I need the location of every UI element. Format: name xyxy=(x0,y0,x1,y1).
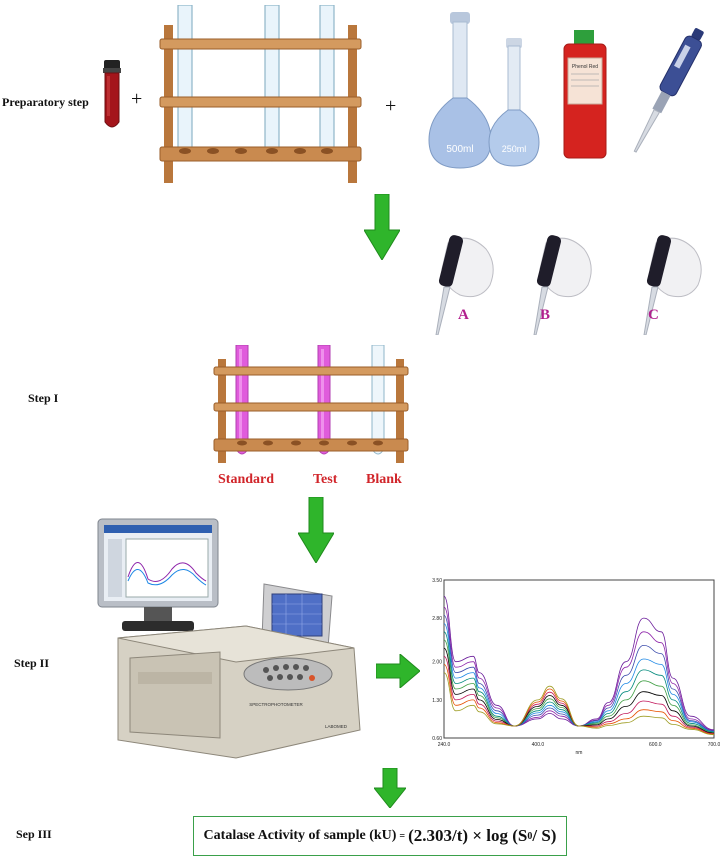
svg-text:250ml: 250ml xyxy=(502,144,527,154)
preparatory-step-label: Preparatory step xyxy=(2,95,89,109)
y-tick-label: 2.80 xyxy=(432,616,442,622)
test-tube-rack-empty xyxy=(159,5,362,183)
right-arrow-icon xyxy=(376,654,420,688)
svg-text:500ml: 500ml xyxy=(446,144,473,155)
absorbance-spectrum-chart: 3.50 2.80 2.00 1.30 0.60 240.0 400.0 600.0 700.… xyxy=(432,578,720,756)
x-tick-label: 240.0 xyxy=(438,742,451,748)
pipette-hand-c-icon xyxy=(643,235,702,335)
y-tick-label: 2.00 xyxy=(432,660,442,666)
blood-tube-icon xyxy=(103,60,121,128)
tube-label-standard: Standard xyxy=(218,472,275,487)
down-arrow-icon xyxy=(298,497,334,563)
spectrum-series-line xyxy=(443,672,715,736)
formula-equals: = xyxy=(399,830,406,842)
volumetric-flask-250ml-icon: 250ml xyxy=(488,38,540,167)
x-tick-label: 700.0 xyxy=(708,742,720,748)
formula-lhs: Catalase Activity of sample (kU) xyxy=(203,828,397,843)
y-tick-label: 0.60 xyxy=(432,736,442,742)
formula-rhs-a: (2.303/t) × log (S xyxy=(408,826,528,845)
spectrum-series-line xyxy=(443,595,715,731)
down-arrow-icon xyxy=(364,194,400,260)
svg-text:LABOMED: LABOMED xyxy=(325,724,348,729)
spectrum-series-line xyxy=(443,606,715,731)
step-3-label: Sep III xyxy=(16,827,52,841)
x-tick-label: 600.0 xyxy=(649,742,662,748)
catalase-activity-formula: Catalase Activity of sample (kU) = (2.30… xyxy=(193,816,567,856)
test-tube-rack-filled xyxy=(213,345,409,463)
step-2-label: Step II xyxy=(14,656,50,670)
y-tick-label: 3.50 xyxy=(432,578,442,584)
spectrum-series-line xyxy=(443,623,715,732)
spectrum-series-line xyxy=(443,631,715,733)
pipette-label-a: A xyxy=(458,307,469,323)
svg-text:Phenol Red: Phenol Red xyxy=(572,64,598,70)
volumetric-flask-500ml-icon: 500ml xyxy=(428,12,492,169)
pipette-hand-a-icon xyxy=(435,235,494,335)
x-axis-label: nm xyxy=(576,750,583,756)
plus-sign-2: + xyxy=(385,95,397,117)
plus-sign-1: + xyxy=(131,88,143,110)
y-tick-label: 1.30 xyxy=(432,698,442,704)
step-1-label: Step I xyxy=(28,391,59,405)
pipette-label-b: B xyxy=(540,307,551,323)
pipette-hand-b-icon xyxy=(533,235,592,335)
pipette-label-c: C xyxy=(648,307,659,323)
x-tick-label: 400.0 xyxy=(532,742,545,748)
micropipette-icon xyxy=(633,28,704,153)
spectrophotometer-icon: SPECTROPHOTOMETER LABOMED xyxy=(117,583,361,759)
spectrum-series-line xyxy=(443,639,715,733)
down-arrow-icon xyxy=(374,768,406,808)
tube-label-blank: Blank xyxy=(366,472,402,487)
tube-label-test: Test xyxy=(313,472,338,487)
spectrum-series-line xyxy=(443,615,715,732)
computer-monitor-icon xyxy=(97,518,219,631)
formula-rhs-b: / S) xyxy=(532,826,557,845)
svg-text:SPECTROPHOTOMETER: SPECTROPHOTOMETER xyxy=(249,702,303,707)
formula-superscript: 0 xyxy=(527,830,533,842)
phenol-red-bottle-icon: Phenol Red xyxy=(563,30,607,159)
